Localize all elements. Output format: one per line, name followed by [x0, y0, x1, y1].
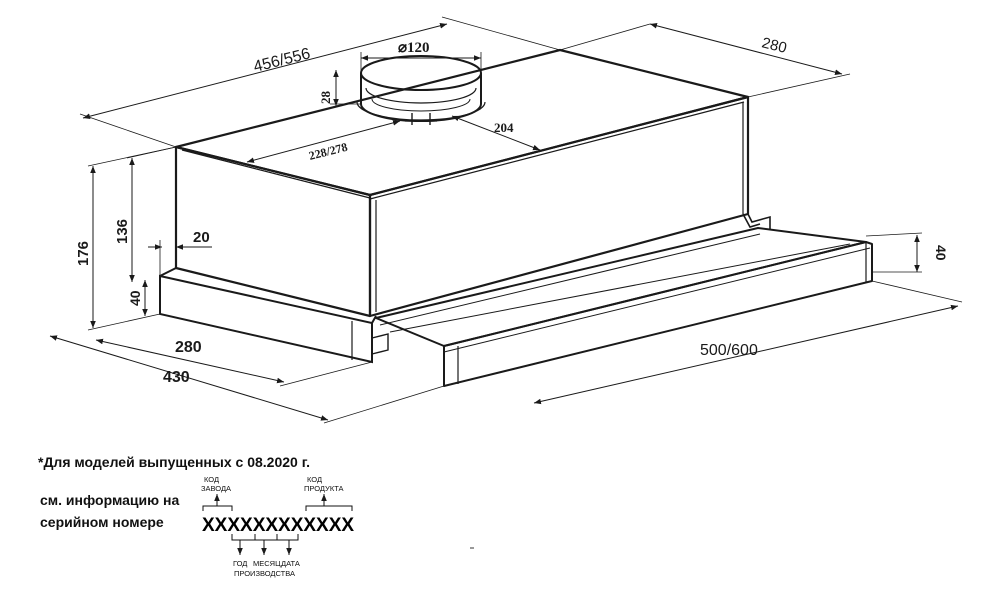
dimension-lines: [49, 16, 963, 424]
model-note: *Для моделей выпущенных с 08.2020 г.: [38, 451, 310, 473]
hood-body: [174, 48, 750, 318]
note-line-1: *Для моделей выпущенных с 08.2020 г.: [38, 454, 311, 470]
serial-scheme: КОД ЗАВОДА КОД ПРОДУКТА XXXXXXXXXXXX ГОД…: [201, 475, 354, 578]
month-label: МЕСЯЦ: [253, 559, 281, 568]
drawer: [375, 227, 873, 387]
body-height-label: 136: [114, 219, 131, 244]
serial-code: XXXXXXXXXXXX: [202, 515, 354, 536]
top-depth-label: 280: [760, 34, 788, 57]
full-depth-label: 430: [163, 369, 190, 386]
overall-width-label: 456/556: [252, 45, 312, 76]
duct-depth-label: 204: [494, 120, 514, 135]
product-code-label-2: ПРОДУКТА: [304, 484, 344, 493]
rear-bracket: [742, 213, 771, 230]
total-height-label: 176: [75, 241, 92, 266]
duct-offset-label: 228/278: [307, 140, 349, 163]
collar-height-label: 28: [318, 91, 333, 105]
front-height-left-label: 40: [127, 290, 143, 306]
bottom-depth-label: 280: [175, 339, 202, 356]
year-label: ГОД: [233, 559, 247, 568]
factory-code-label-2: ЗАВОДА: [201, 484, 231, 493]
serial-note: см. информацию на серийном номере: [40, 489, 179, 533]
duct-collar: [356, 55, 486, 125]
factory-code-label-1: КОД: [204, 475, 219, 484]
body-edges: [181, 101, 745, 312]
note-line-2: см. информацию на: [40, 492, 180, 508]
production-label: ПРОИЗВОДСТВА: [234, 569, 295, 578]
front-height-right-label: 40: [933, 245, 949, 261]
note-line-3: серийном номере: [40, 514, 164, 530]
date-label: ДАТА: [281, 559, 300, 568]
drawer-width-label: 500/600: [700, 342, 758, 359]
panel-inset-label: 20: [193, 229, 210, 246]
product-code-label-1: КОД: [307, 475, 322, 484]
duct-diameter-label: ⌀120: [398, 40, 430, 56]
